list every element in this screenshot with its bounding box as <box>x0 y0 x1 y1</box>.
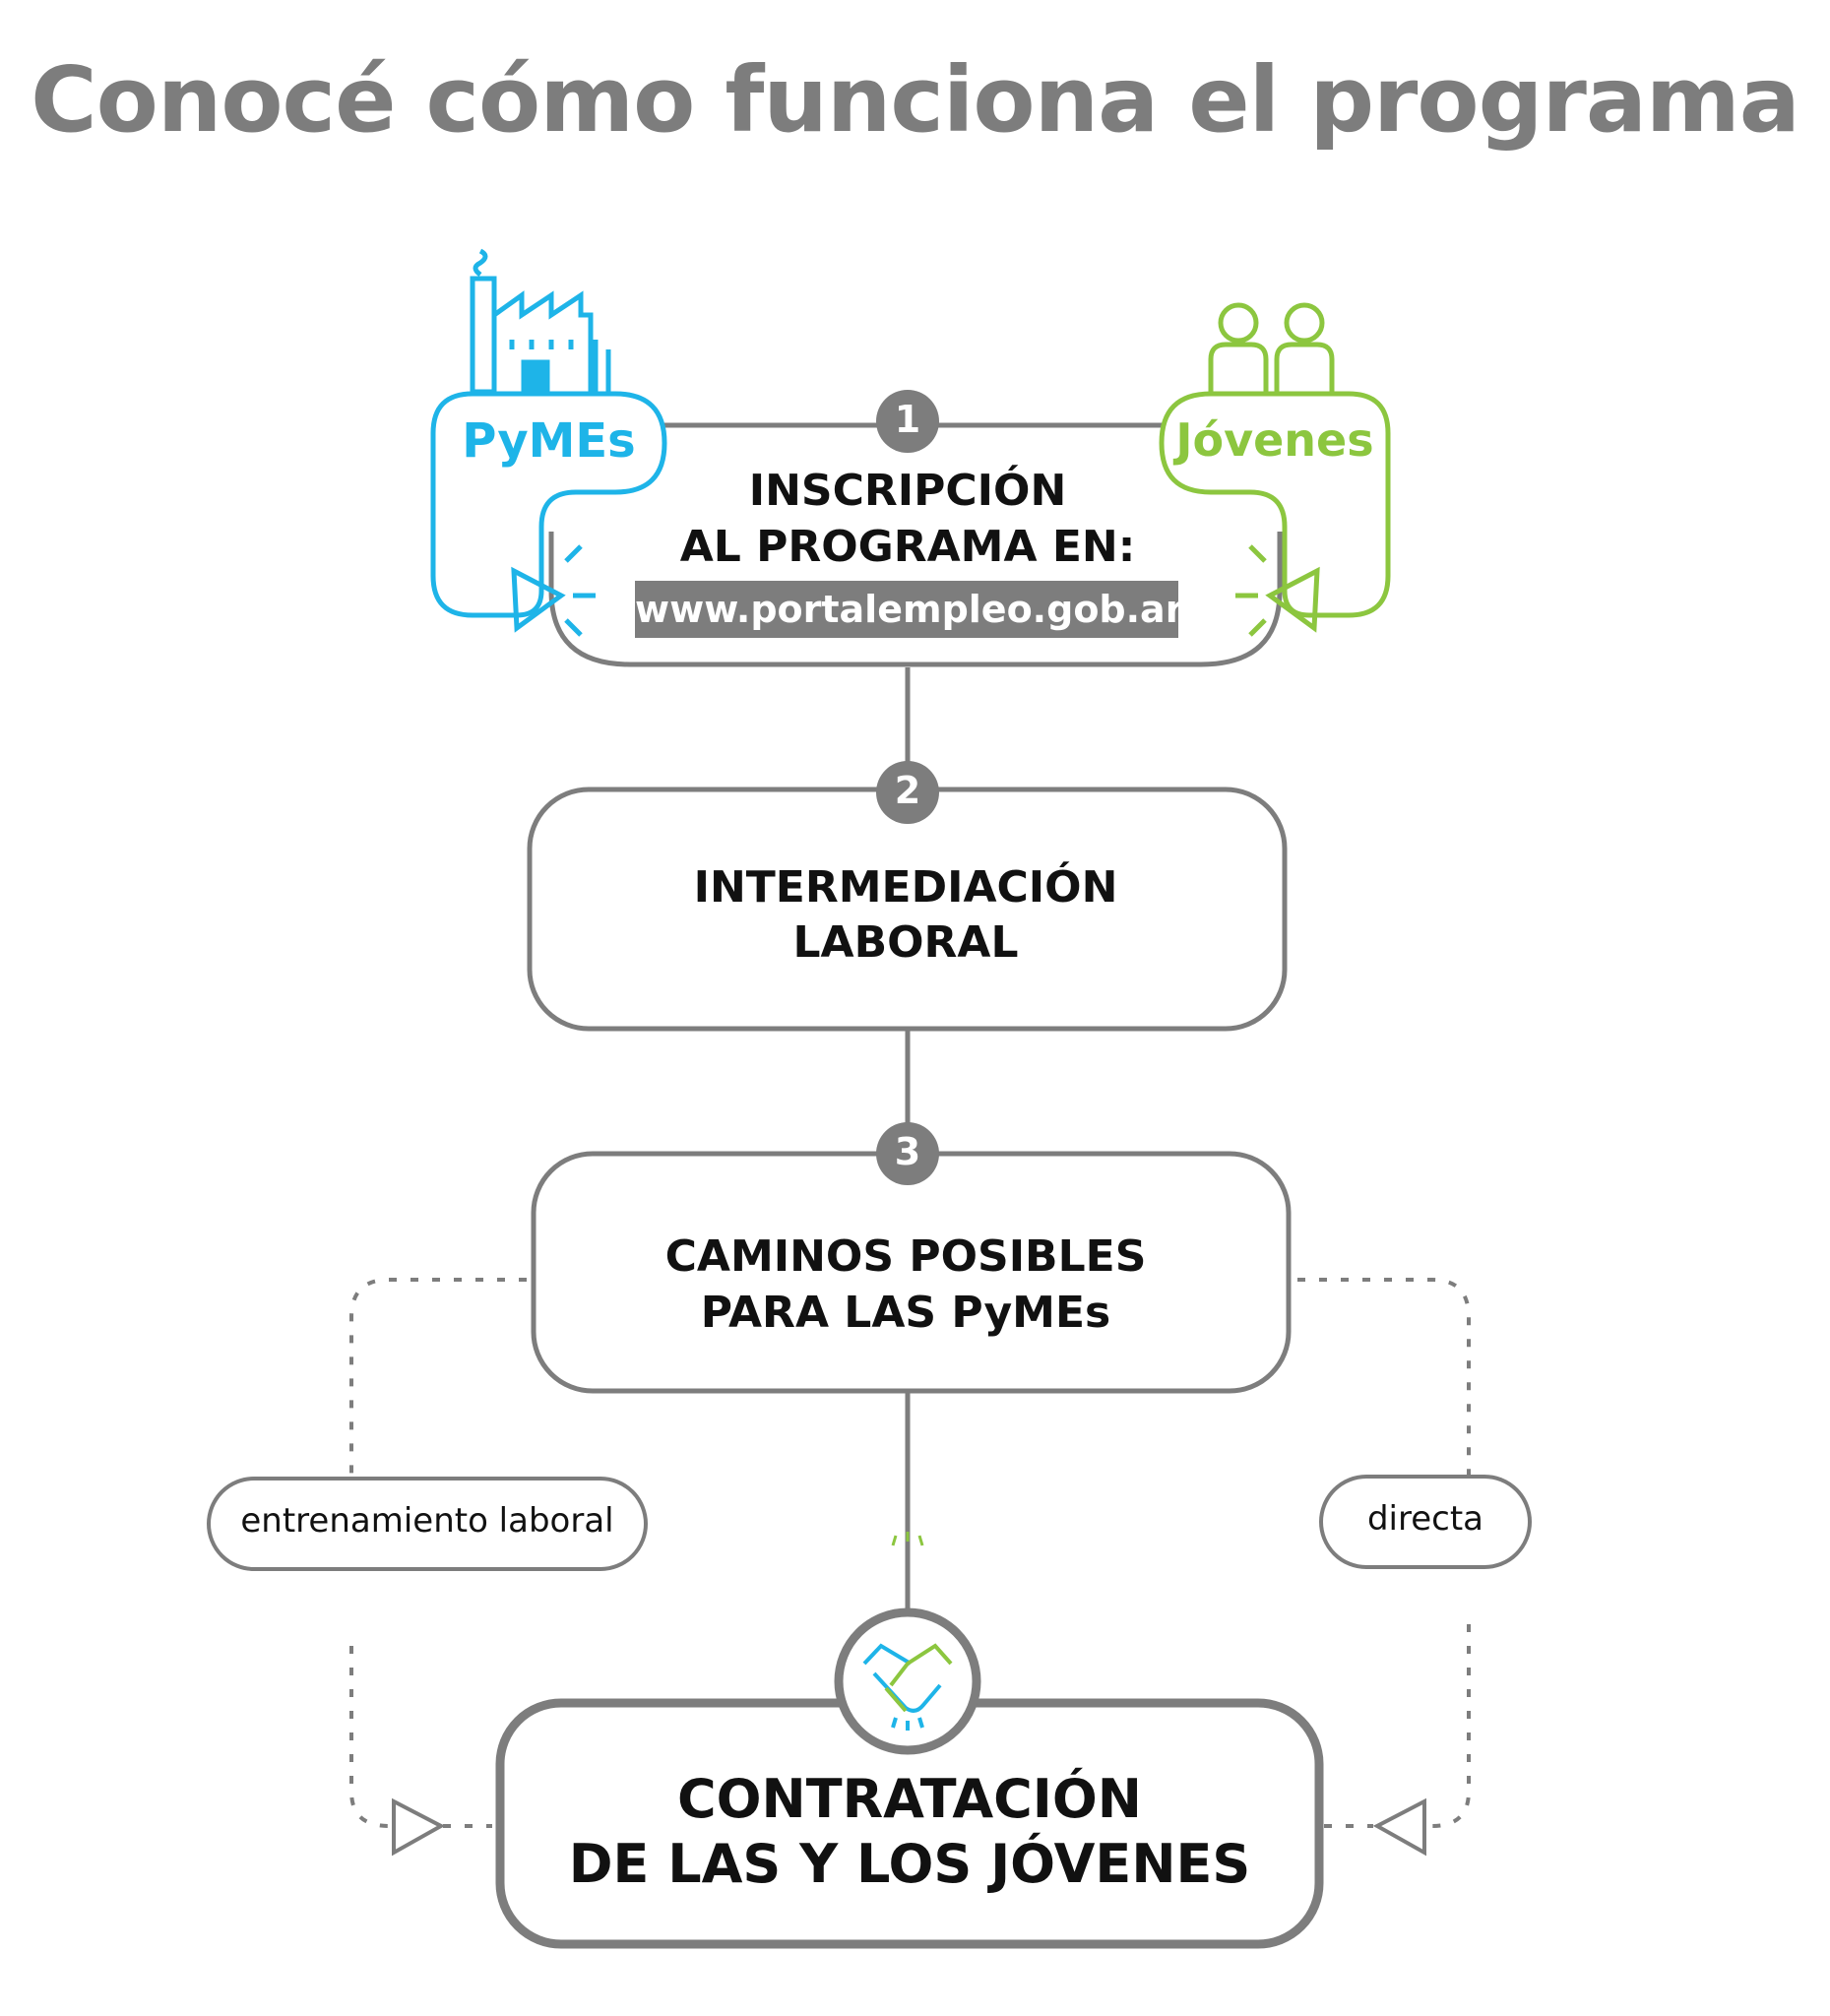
step-3-line1: CAMINOS POSIBLES <box>664 1231 1147 1282</box>
dotted-path-right-top <box>1297 1278 1471 1475</box>
step-3-badge <box>876 1122 939 1185</box>
step-3-line2: PARA LAS PyMEs <box>700 1288 1111 1338</box>
path-right-label: directa <box>1366 1499 1484 1539</box>
pymes-box <box>430 391 667 618</box>
jovenes-box <box>1159 391 1391 618</box>
final-line1: CONTRATACIÓN <box>677 1768 1142 1830</box>
dotted-path-right-bottom <box>1427 1624 1471 1828</box>
step-1-badge <box>876 390 939 453</box>
step-1-line2: AL PROGRAMA EN: <box>679 522 1136 572</box>
step-1-line1: INSCRIPCIÓN <box>748 466 1067 516</box>
url-highlight <box>635 581 1178 638</box>
factory-icon <box>470 248 611 395</box>
step-2-number: 2 <box>894 769 921 812</box>
dotted-path-left-top <box>349 1278 527 1477</box>
step-2-line1: INTERMEDIACIÓN <box>693 862 1118 913</box>
handshake-circle <box>834 1607 981 1755</box>
step-3-number: 3 <box>894 1130 921 1173</box>
cursor-arrow-icon-green <box>1235 544 1320 637</box>
final-line2: DE LAS Y LOS JÓVENES <box>568 1833 1251 1895</box>
people-icon <box>1208 302 1335 392</box>
arrow-right-icon <box>1372 1797 1426 1857</box>
jovenes-label: Jóvenes <box>1175 413 1374 467</box>
handshake-icon <box>862 1643 953 1731</box>
pymes-label: PyMEs <box>462 413 636 469</box>
step-2-badge <box>876 761 939 824</box>
step-1-url[interactable]: www.portalempleo.gob.ar <box>635 588 1184 631</box>
dotted-path-left-bottom <box>349 1646 394 1828</box>
page-title: Conocé cómo funciona el programa <box>31 47 1800 153</box>
path-pill-left <box>207 1477 648 1571</box>
arrow-left-icon <box>392 1797 446 1857</box>
step-1-number: 1 <box>894 398 921 441</box>
path-pill-right <box>1319 1475 1532 1569</box>
path-left-label: entrenamiento laboral <box>240 1501 614 1541</box>
step-1-box <box>548 532 1283 667</box>
step-2-line2: LABORAL <box>792 917 1019 968</box>
sparkle-icon <box>891 1532 924 1546</box>
cursor-arrow-icon <box>511 544 596 637</box>
